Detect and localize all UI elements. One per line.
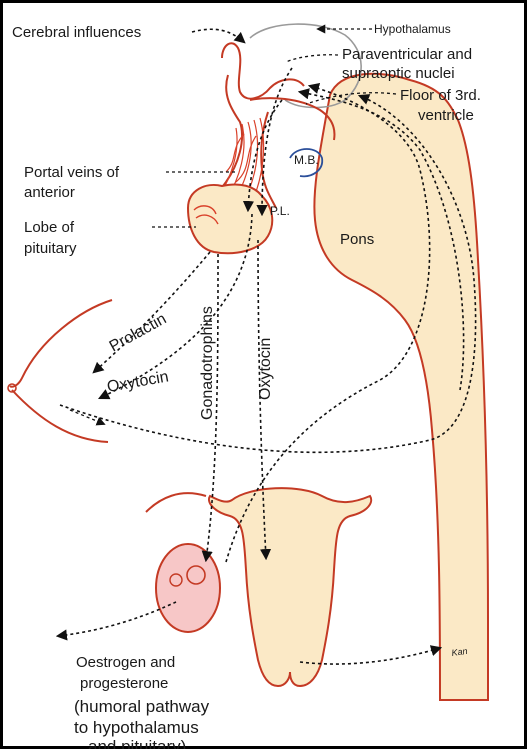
- label-lobe-2: pituitary: [24, 240, 77, 257]
- label-lobe-1: Lobe of: [24, 219, 75, 236]
- pons-brainstem: [314, 74, 488, 700]
- label-floor-2: ventricle: [418, 107, 474, 124]
- label-portal-2: anterior: [24, 184, 75, 201]
- label-prolactin: Prolactin: [107, 310, 170, 355]
- infundibulum-outline: [222, 43, 304, 98]
- label-pons: Pons: [340, 231, 374, 248]
- label-oestrogen-2: progesterone: [80, 675, 168, 692]
- breast-outline: [10, 300, 112, 442]
- label-oestrogen-1: Oestrogen and: [76, 654, 175, 671]
- label-portal-1: Portal veins of: [24, 164, 120, 181]
- label-oxytocin-left: Oxytocin: [106, 368, 170, 396]
- label-paraventricular-2: supraoptic nuclei: [342, 65, 455, 82]
- arrow-breast-short: [70, 410, 104, 424]
- uterus: [209, 488, 371, 686]
- label-humoral-3: and pituitary): [88, 737, 186, 749]
- label-humoral-2: to hypothalamus: [74, 718, 199, 737]
- pituitary-gland: [188, 184, 272, 253]
- label-humoral-1: (humoral pathway: [74, 697, 210, 716]
- arrow-nuclei-posterior: [262, 68, 292, 214]
- fallopian-tube-left: [146, 493, 206, 512]
- label-paraventricular-1: Paraventricular and: [342, 46, 472, 63]
- label-cerebral-influences: Cerebral influences: [12, 24, 141, 41]
- label-pl: P.L.: [270, 204, 290, 218]
- label-hypothalamus: Hypothalamus: [374, 22, 451, 36]
- label-mb: M.B.: [294, 153, 319, 167]
- label-gonadotrophins: Gonadotrophins: [199, 306, 216, 420]
- arrow-prolactin: [94, 252, 210, 372]
- arrow-cerebral: [192, 29, 244, 42]
- ovary-follicle: [187, 566, 205, 584]
- ovary: [156, 544, 220, 632]
- arrow-paraventricular-pointer: [286, 55, 338, 62]
- label-floor-1: Floor of 3rd.: [400, 87, 481, 104]
- label-oxytocin-vertical: Oxytocin: [257, 338, 274, 400]
